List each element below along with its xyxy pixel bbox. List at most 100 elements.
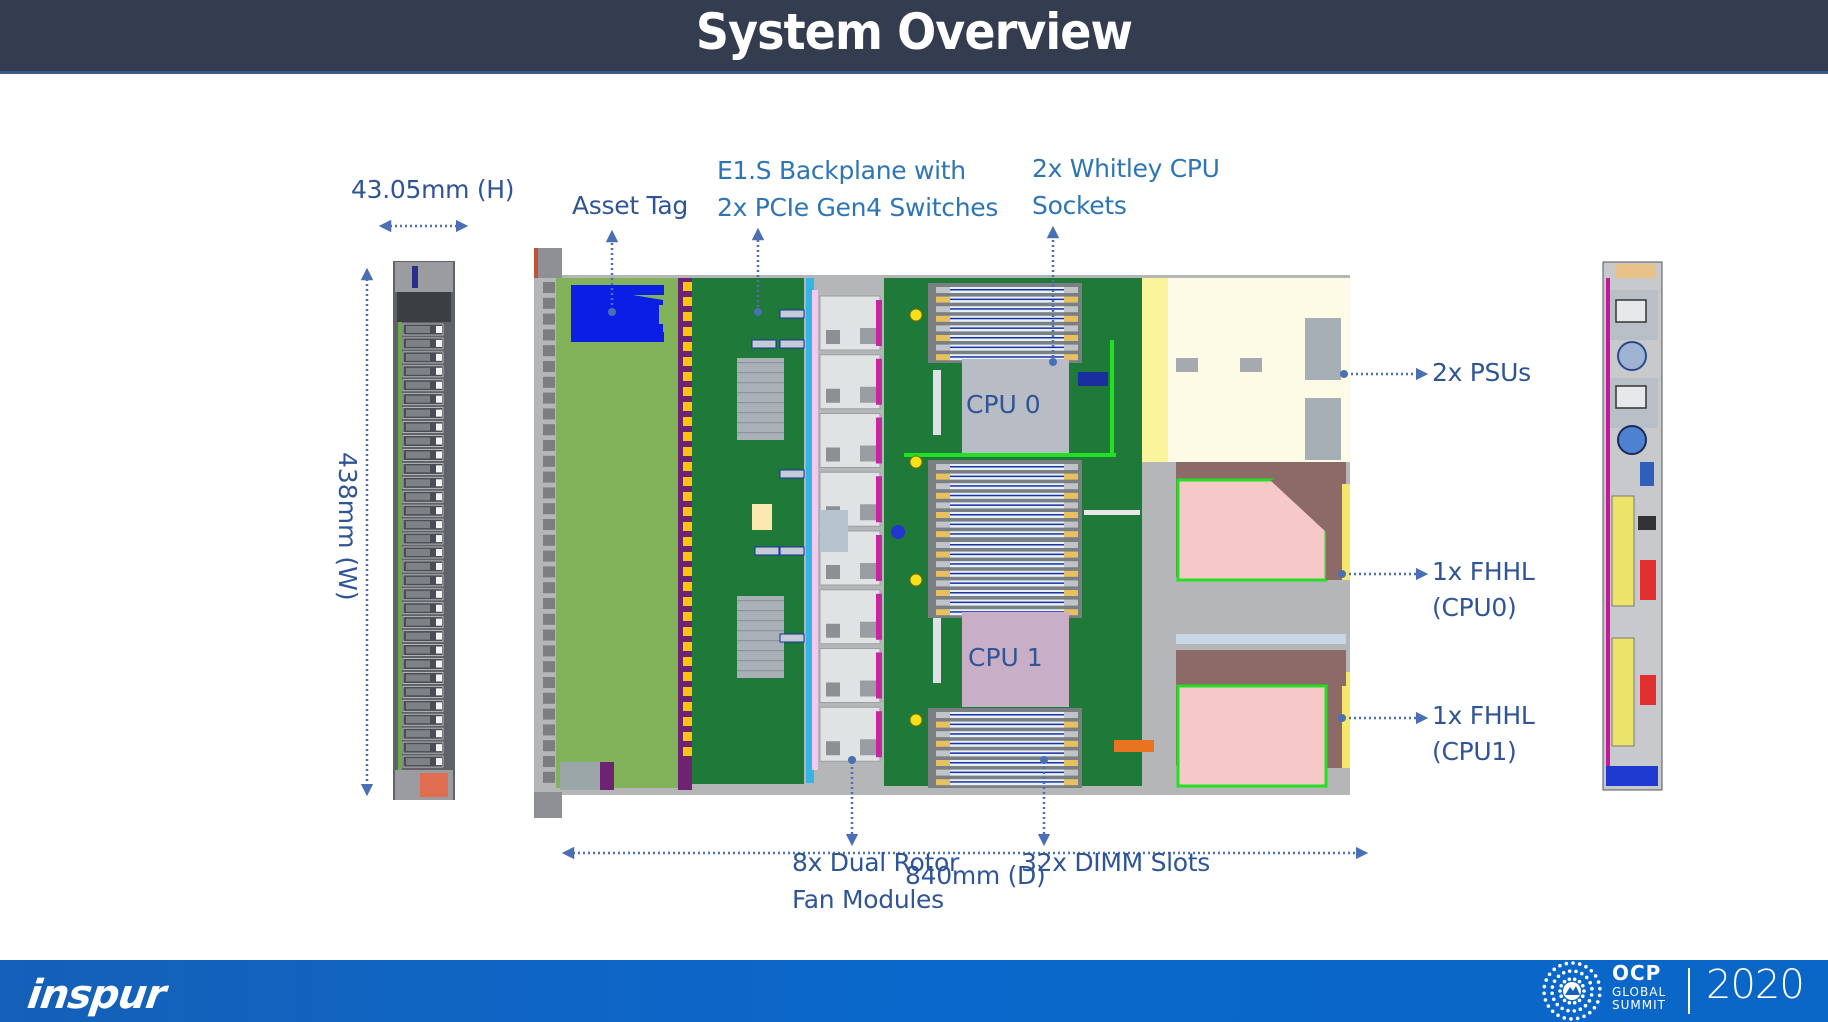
- dimm-slot-line: [950, 494, 1064, 497]
- width-dimension-label: 438mm (W): [333, 452, 362, 601]
- top-view: [534, 248, 1350, 818]
- dimm-slot-line: [950, 592, 1064, 594]
- drive-sled-slot: [543, 692, 555, 704]
- dimm-latch: [936, 561, 950, 568]
- connector-base-strip: [678, 278, 692, 790]
- rear-riser-slot-1: [1611, 495, 1635, 607]
- front-top-ear: [395, 262, 453, 292]
- dimm-latch: [1064, 712, 1078, 718]
- dimm-latch: [1064, 580, 1078, 587]
- dimm-latch: [1064, 502, 1078, 509]
- drive-bay-latch: [406, 632, 430, 640]
- heatsink-fin: [737, 402, 784, 404]
- fan-module-connector: [860, 680, 876, 697]
- dimm-slot-line: [950, 742, 1064, 745]
- fan-module-edge: [876, 711, 882, 758]
- psu-1-connector: [1305, 318, 1341, 380]
- fan-module-connector: [860, 386, 876, 403]
- dimm-latch: [1064, 551, 1078, 558]
- dimm-latch: [1064, 740, 1078, 747]
- switch-board-connector: [779, 546, 805, 556]
- psus-label: 2x PSUs: [1432, 358, 1531, 387]
- front-ear-bottom: [534, 792, 562, 818]
- drive-bay-led: [436, 702, 442, 710]
- fan-module-connector: [860, 621, 876, 638]
- dimm-latch: [1064, 750, 1078, 757]
- dimm-latch: [936, 721, 950, 728]
- dimm-latch: [1064, 731, 1078, 738]
- drive-bay-latch: [406, 507, 430, 515]
- drive-sled-slot: [543, 677, 555, 688]
- fan-module-connector: [860, 328, 876, 344]
- drive-bay-latch: [406, 339, 430, 347]
- drive-sled-slot: [543, 550, 555, 562]
- dimm-latch: [936, 306, 950, 313]
- heatsink-fin: [737, 422, 784, 424]
- dimm-latch: [1064, 335, 1078, 341]
- fan-module-latch: [826, 682, 840, 697]
- dimm-latch: [1064, 570, 1078, 577]
- backplane-label-line1: E1.S Backplane with: [717, 156, 966, 185]
- dimm-slot-line: [950, 289, 1064, 291]
- psu-latch-1: [1176, 358, 1198, 372]
- front-ear-top-accent: [534, 248, 538, 278]
- drive-bay-led: [436, 507, 442, 515]
- drive-sled-slot: [543, 771, 555, 783]
- dimm-slot-line: [950, 308, 1064, 310]
- asset-tag-body: [571, 285, 634, 342]
- drive-sled-slot: [543, 471, 555, 483]
- drive-sled-slot: [543, 519, 555, 530]
- fan-module-latch: [826, 447, 840, 462]
- dimm-slot-line: [950, 582, 1064, 584]
- dimm-slot-line: [950, 327, 1064, 329]
- fan-module-edge: [876, 300, 882, 346]
- heatsink-fin: [737, 362, 784, 364]
- dimm-latch: [936, 542, 950, 548]
- ocp-summit-text: SUMMIT: [1612, 998, 1666, 1012]
- mounting-screw: [909, 713, 923, 727]
- drive-sled-slot: [543, 392, 555, 404]
- heatsink-fin: [737, 372, 784, 374]
- riser-cpu0-card: [1176, 478, 1328, 582]
- drive-bay-led: [436, 632, 442, 640]
- front-view: [393, 261, 455, 800]
- asset-tag-tab-bottom: [634, 332, 664, 342]
- dimm-latch: [936, 325, 950, 332]
- cpu1-socket: [962, 612, 1069, 707]
- dimm-latch: [936, 590, 950, 596]
- drive-sled-slot: [543, 534, 555, 546]
- drive-sled-slot: [543, 661, 555, 673]
- dimm-latch: [936, 512, 950, 518]
- drive-bay-latch: [406, 744, 430, 752]
- dimm-latch: [936, 599, 950, 606]
- dimm-latch: [936, 464, 950, 470]
- cpu0-socket: [962, 359, 1069, 455]
- drive-bay-led: [436, 576, 442, 584]
- dimm-slot-line: [950, 752, 1064, 754]
- dimm-bank-cpu0-bottom-frame: [928, 460, 1082, 540]
- fan-module-latch: [826, 623, 840, 638]
- switch-board-connector: [779, 633, 805, 643]
- dimm-slot-line: [950, 523, 1064, 526]
- fhhl-cpu1-label-line1: 1x FHHL: [1432, 701, 1535, 730]
- backplane-label-line2: 2x PCIe Gen4 Switches: [717, 193, 999, 222]
- dimm-latch: [1064, 542, 1078, 548]
- vga-port: [1640, 462, 1654, 486]
- dimm-bank-cpu0-top-frame: [928, 283, 1082, 363]
- pcb-header: [933, 370, 941, 435]
- usb-ports: [1638, 516, 1656, 530]
- drive-bay-latch: [406, 353, 430, 361]
- fan-rail-pink: [812, 290, 818, 770]
- dimm-latch: [936, 502, 950, 509]
- drive-bay-latch: [406, 479, 430, 487]
- heatsink-fin: [737, 630, 784, 632]
- drive-bay-latch: [406, 395, 430, 403]
- cpu1-label: CPU 1: [968, 643, 1043, 672]
- dimm-latch: [936, 335, 950, 341]
- drive-sled-slot: [543, 297, 555, 309]
- height-dimension-label: 43.05mm (H): [351, 175, 515, 204]
- backplane-anchor: [754, 308, 762, 316]
- dimm-latch: [1064, 354, 1078, 361]
- vrm-array: [1114, 740, 1154, 752]
- drive-bay-led: [436, 660, 442, 668]
